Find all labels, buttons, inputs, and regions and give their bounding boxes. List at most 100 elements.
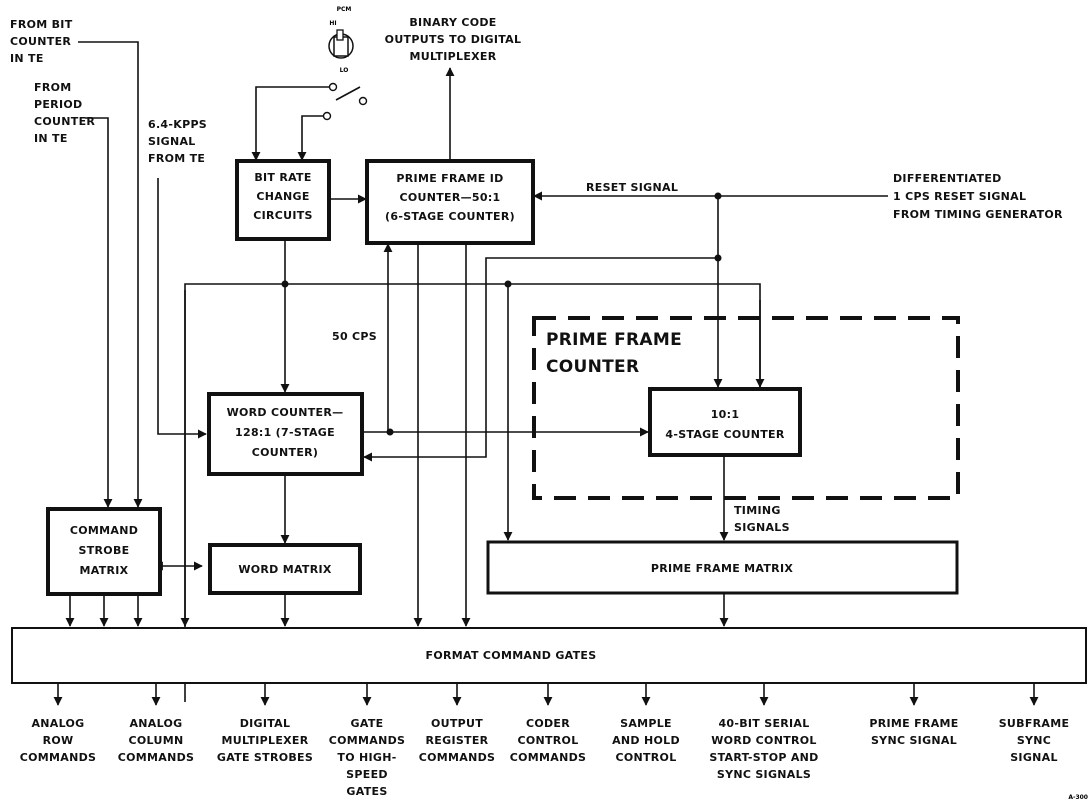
svg-text:COMMANDS: COMMANDS — [118, 751, 195, 764]
command-strobe-line-2: STROBE — [79, 544, 130, 557]
svg-text:SYNC SIGNAL: SYNC SIGNAL — [871, 734, 957, 747]
figure-code: A-300 — [1068, 794, 1088, 801]
output-prime-frame-sync: PRIME FRAME SYNC SIGNAL — [869, 717, 958, 747]
output-gate-commands: GATE COMMANDS TO HIGH- SPEED GATES — [329, 717, 406, 798]
svg-text:6.4-KPPS: 6.4-KPPS — [148, 118, 207, 131]
prime-frame-id-line-3: (6-STAGE COUNTER) — [385, 210, 515, 223]
output-digital-multiplexer: DIGITAL MULTIPLEXER GATE STROBES — [217, 717, 313, 764]
bit-rate-line-1: BIT RATE — [254, 171, 311, 184]
cps50-label: 50 CPS — [332, 330, 377, 343]
output-subframe-sync: SUBFRAME SYNC SIGNAL — [999, 717, 1070, 764]
svg-text:START-STOP AND: START-STOP AND — [709, 751, 818, 764]
svg-text:ANALOG: ANALOG — [129, 717, 182, 730]
svg-text:SIGNALS: SIGNALS — [734, 521, 790, 534]
switch-lo-label: LO — [340, 67, 349, 74]
connector-lines — [53, 41, 1039, 706]
svg-text:GATES: GATES — [346, 785, 387, 798]
svg-text:SPEED: SPEED — [346, 768, 388, 781]
format-command-gates-block: FORMAT COMMAND GATES — [11, 627, 1087, 684]
word-matrix-block: WORD MATRIX — [208, 543, 362, 595]
prime-frame-id-line-1: PRIME FRAME ID — [396, 172, 503, 185]
prime-frame-id-line-2: COUNTER—50:1 — [399, 191, 500, 204]
svg-text:FROM BIT: FROM BIT — [10, 18, 73, 31]
svg-text:DIFFERENTIATED: DIFFERENTIATED — [893, 172, 1002, 185]
bit-rate-change-block: BIT RATE CHANGE CIRCUITS — [235, 159, 331, 241]
svg-text:SYNC SIGNALS: SYNC SIGNALS — [717, 768, 811, 781]
svg-text:CONTROL: CONTROL — [615, 751, 676, 764]
svg-text:COUNTER: COUNTER — [34, 115, 95, 128]
output-output-register: OUTPUT REGISTER COMMANDS — [419, 717, 496, 764]
svg-text:FROM: FROM — [34, 81, 71, 94]
svg-text:FROM TIMING GENERATOR: FROM TIMING GENERATOR — [893, 208, 1063, 221]
output-sample-hold: SAMPLE AND HOLD CONTROL — [612, 717, 680, 764]
prime-frame-counter-title-2: COUNTER — [546, 357, 639, 377]
svg-text:PRIME FRAME: PRIME FRAME — [869, 717, 958, 730]
command-strobe-matrix-block: COMMAND STROBE MATRIX — [46, 507, 162, 596]
svg-text:CONTROL: CONTROL — [517, 734, 578, 747]
svg-text:ANALOG: ANALOG — [31, 717, 84, 730]
svg-text:OUTPUT: OUTPUT — [431, 717, 483, 730]
svg-text:GATE STROBES: GATE STROBES — [217, 751, 313, 764]
prime-frame-counter-group: PRIME FRAME COUNTER — [532, 316, 960, 500]
svg-text:COMMANDS: COMMANDS — [20, 751, 97, 764]
word-counter-line-2: 128:1 (7-STAGE — [235, 426, 335, 439]
from-period-counter-label: FROM PERIOD COUNTER IN TE — [34, 81, 95, 145]
bit-rate-line-3: CIRCUITS — [253, 209, 313, 222]
prime-frame-counter-title-1: PRIME FRAME — [546, 330, 682, 350]
word-counter-line-1: WORD COUNTER— — [227, 406, 344, 419]
svg-text:OUTPUTS TO DIGITAL: OUTPUTS TO DIGITAL — [385, 33, 522, 46]
svg-text:40-BIT SERIAL: 40-BIT SERIAL — [718, 717, 809, 730]
svg-text:COUNTER: COUNTER — [10, 35, 71, 48]
kpps-signal-label: 6.4-KPPS SIGNAL FROM TE — [148, 118, 207, 165]
bit-rate-line-2: CHANGE — [256, 190, 309, 203]
ten-to-one-line-1: 10:1 — [711, 408, 740, 421]
switch-top-label: PCM — [337, 6, 352, 13]
command-strobe-line-1: COMMAND — [70, 524, 138, 537]
svg-text:BINARY CODE: BINARY CODE — [409, 16, 496, 29]
command-strobe-line-3: MATRIX — [80, 564, 129, 577]
svg-text:AND HOLD: AND HOLD — [612, 734, 680, 747]
svg-text:MULTIPLEXER: MULTIPLEXER — [221, 734, 308, 747]
binary-code-label: BINARY CODE OUTPUTS TO DIGITAL MULTIPLEX… — [385, 16, 522, 63]
svg-text:MULTIPLEXER: MULTIPLEXER — [409, 50, 496, 63]
svg-text:COMMANDS: COMMANDS — [419, 751, 496, 764]
svg-text:COMMANDS: COMMANDS — [510, 751, 587, 764]
svg-text:PERIOD: PERIOD — [34, 98, 82, 111]
ten-to-one-counter-block: 10:1 4-STAGE COUNTER — [648, 387, 802, 457]
svg-text:TIMING: TIMING — [734, 504, 781, 517]
svg-text:CODER: CODER — [526, 717, 570, 730]
word-counter-block: WORD COUNTER— 128:1 (7-STAGE COUNTER) — [207, 392, 364, 476]
svg-text:SYNC: SYNC — [1017, 734, 1051, 747]
svg-text:SIGNAL: SIGNAL — [1010, 751, 1058, 764]
svg-text:REGISTER: REGISTER — [426, 734, 489, 747]
reset-signal-label: RESET SIGNAL — [586, 181, 678, 194]
svg-text:SAMPLE: SAMPLE — [620, 717, 672, 730]
prime-frame-matrix-label: PRIME FRAME MATRIX — [651, 562, 793, 575]
from-bit-counter-label: FROM BIT COUNTER IN TE — [10, 18, 73, 65]
prime-frame-id-counter-block: PRIME FRAME ID COUNTER—50:1 (6-STAGE COU… — [365, 159, 535, 245]
svg-text:TO HIGH-: TO HIGH- — [337, 751, 396, 764]
svg-text:COMMANDS: COMMANDS — [329, 734, 406, 747]
svg-text:SIGNAL: SIGNAL — [148, 135, 196, 148]
differentiated-reset-label: DIFFERENTIATED 1 CPS RESET SIGNAL FROM T… — [893, 172, 1063, 221]
prime-frame-matrix-block: PRIME FRAME MATRIX — [486, 540, 959, 595]
svg-text:IN TE: IN TE — [34, 132, 68, 145]
output-coder-control: CODER CONTROL COMMANDS — [510, 717, 587, 764]
format-gates-label: FORMAT COMMAND GATES — [426, 649, 597, 662]
svg-text:ROW: ROW — [43, 734, 74, 747]
svg-text:FROM TE: FROM TE — [148, 152, 205, 165]
ten-to-one-line-2: 4-STAGE COUNTER — [665, 428, 784, 441]
output-40-bit-serial: 40-BIT SERIAL WORD CONTROL START-STOP AN… — [709, 717, 818, 781]
svg-text:GATE: GATE — [351, 717, 384, 730]
timing-signals-label: TIMING SIGNALS — [734, 504, 790, 534]
word-counter-line-3: COUNTER) — [252, 446, 318, 459]
svg-text:1 CPS RESET SIGNAL: 1 CPS RESET SIGNAL — [893, 190, 1026, 203]
word-matrix-label: WORD MATRIX — [238, 563, 332, 576]
output-analog-row: ANALOG ROW COMMANDS — [20, 717, 97, 764]
switch-hi-label: HI — [329, 20, 336, 27]
svg-text:SUBFRAME: SUBFRAME — [999, 717, 1070, 730]
svg-text:COLUMN: COLUMN — [129, 734, 184, 747]
output-analog-column: ANALOG COLUMN COMMANDS — [118, 717, 195, 764]
svg-text:WORD CONTROL: WORD CONTROL — [711, 734, 816, 747]
